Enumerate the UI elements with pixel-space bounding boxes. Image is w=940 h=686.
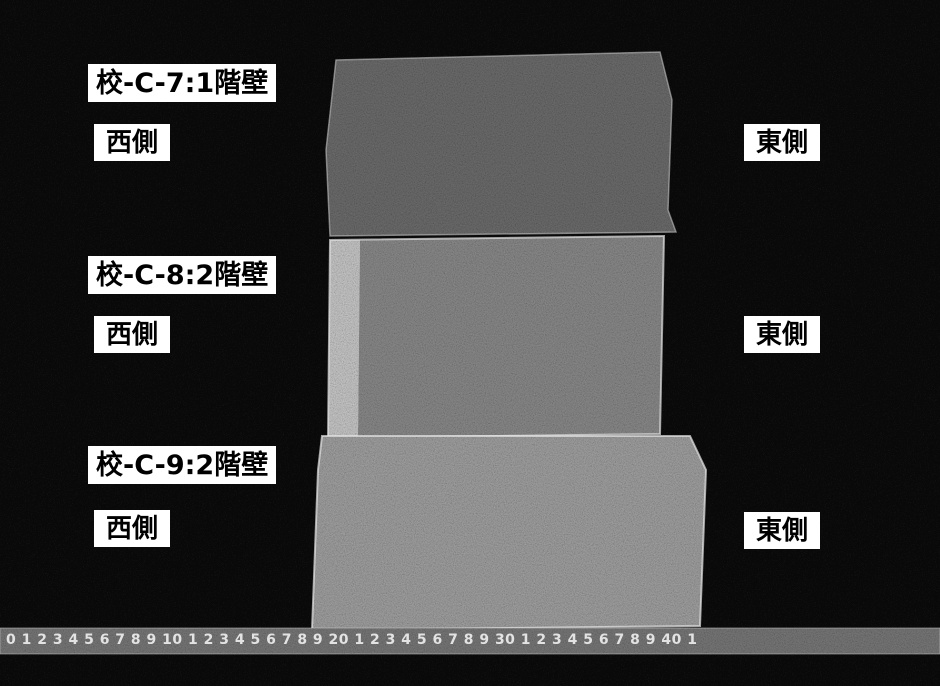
scale-ruler <box>0 627 940 655</box>
east-label-c9: 東側 <box>744 512 821 549</box>
sample-label-c8: 校-C-8:2階壁 <box>88 256 277 294</box>
west-label-c9: 西側 <box>94 510 171 547</box>
sample-label-c9: 校-C-9:2階壁 <box>88 446 277 484</box>
west-label-c7: 西側 <box>94 124 171 161</box>
east-label-c8: 東側 <box>744 316 821 353</box>
west-label-c8: 西側 <box>94 316 171 353</box>
scale-ruler-numbers: 0 1 2 3 4 5 6 7 8 9 10 1 2 3 4 5 6 7 8 9… <box>6 632 698 648</box>
east-label-c7: 東側 <box>744 124 821 161</box>
core-sample-c7 <box>325 51 678 237</box>
core-sample-c9 <box>310 435 708 632</box>
core-sample-c8 <box>326 234 666 440</box>
sample-label-c7: 校-C-7:1階壁 <box>88 64 277 102</box>
